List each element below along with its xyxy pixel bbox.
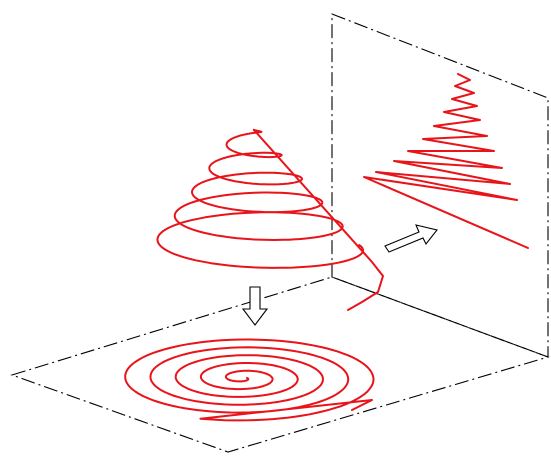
conical-helix-curve	[156, 128, 384, 311]
zigzag-side-projection	[363, 73, 529, 249]
projection-arrow-down-icon	[241, 286, 269, 326]
spiral-top-projection	[124, 338, 375, 422]
projection-arrow-right-icon	[384, 224, 438, 253]
horizontal-plane-outline	[10, 276, 550, 453]
